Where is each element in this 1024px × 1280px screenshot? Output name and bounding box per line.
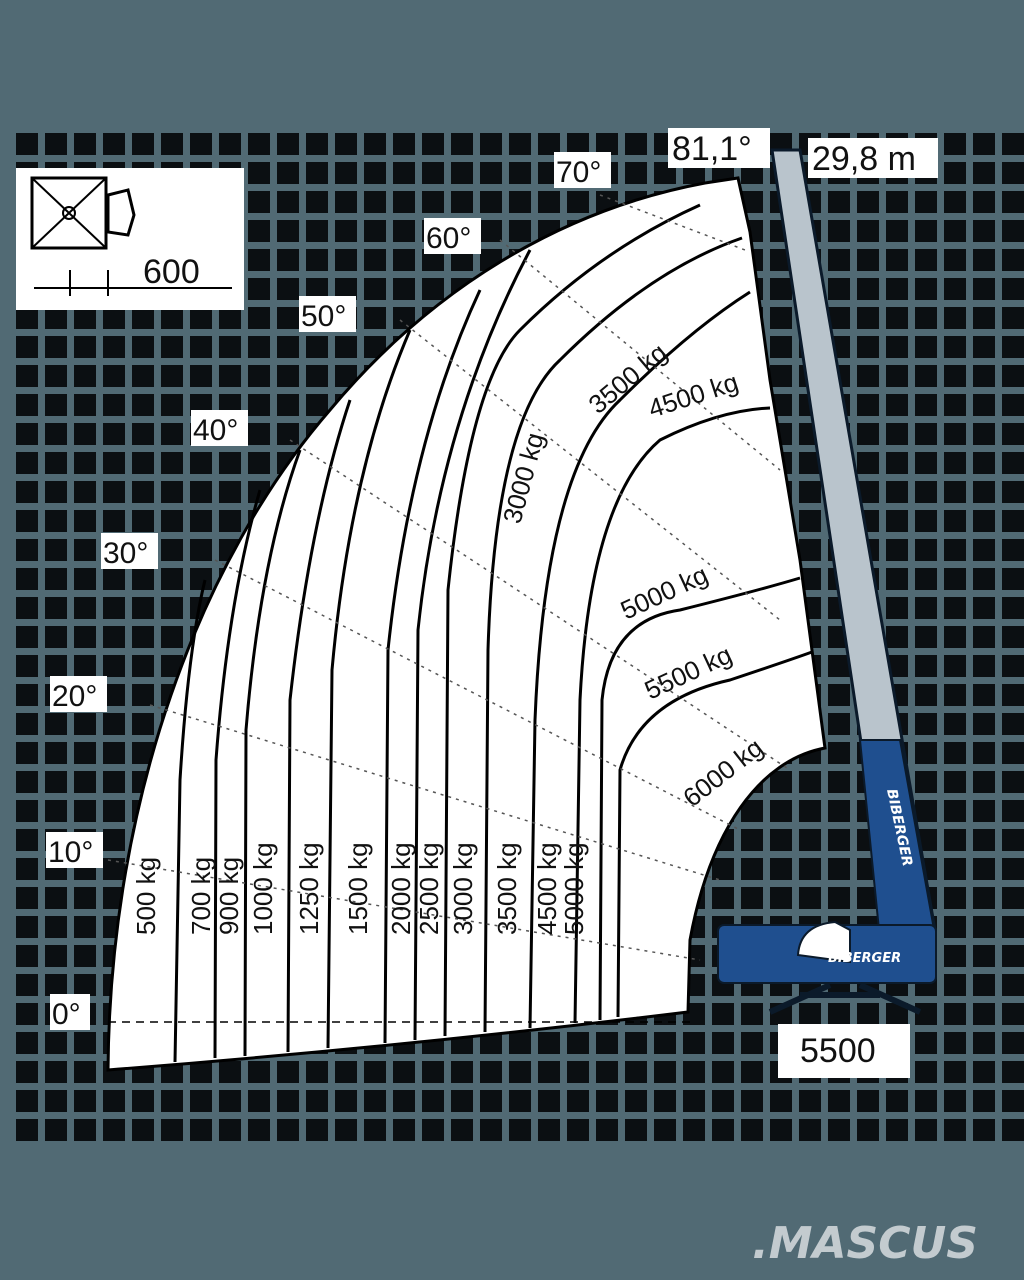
angle-label: 50° bbox=[301, 300, 346, 333]
svg-text:3500 kg: 3500 kg bbox=[492, 842, 522, 935]
load-curve-1000 bbox=[243, 449, 302, 1057]
vertical-load-label: 3500 kg bbox=[492, 842, 522, 935]
angle-label: 60° bbox=[426, 222, 471, 255]
platform-inset: 600 bbox=[16, 168, 244, 310]
platform-basket bbox=[30, 176, 108, 250]
svg-text:500 kg: 500 kg bbox=[131, 857, 161, 935]
outrigger-feet bbox=[768, 982, 922, 1015]
load-curve-700 bbox=[173, 579, 207, 1063]
load-curve-5500 bbox=[598, 576, 801, 1021]
outrigger-label-box bbox=[778, 1024, 910, 1078]
load-curve-5000 bbox=[573, 406, 771, 1024]
vertical-load-label: 1000 kg bbox=[248, 842, 278, 935]
svg-text:1000 kg: 1000 kg bbox=[248, 842, 278, 935]
max-height-label-box bbox=[808, 138, 938, 178]
svg-text:2500 kg: 2500 kg bbox=[414, 842, 444, 935]
svg-text:900 kg: 900 kg bbox=[214, 857, 244, 935]
angle-label-box bbox=[424, 218, 481, 254]
angle-label-box bbox=[101, 533, 158, 569]
vertical-load-label: 4500 kg bbox=[532, 842, 562, 935]
svg-text:3000 kg: 3000 kg bbox=[448, 842, 478, 935]
load-curve-2500 bbox=[413, 249, 532, 1041]
angle-label-box bbox=[191, 410, 248, 446]
vertical-load-label: 900 kg bbox=[214, 857, 244, 935]
svg-text:1250 kg: 1250 kg bbox=[294, 842, 324, 935]
vertical-load-label: 700 kg bbox=[186, 857, 216, 935]
max-angle-label: 81,1° bbox=[672, 130, 752, 168]
vertical-load-label: 1250 kg bbox=[294, 842, 324, 935]
angle-label: 0° bbox=[52, 998, 81, 1031]
vertical-load-label: 3000 kg bbox=[448, 842, 478, 935]
telehandler-machine: BIBERGER BIBERGER bbox=[717, 148, 937, 1015]
working-envelope bbox=[106, 176, 827, 1072]
cab bbox=[796, 920, 851, 964]
platform-width-label: 600 bbox=[143, 253, 200, 291]
load-curve-2000 bbox=[383, 289, 482, 1044]
vertical-load-label: 1500 kg bbox=[343, 842, 373, 935]
angle-label: 70° bbox=[556, 156, 601, 189]
angle-label: 30° bbox=[103, 537, 148, 570]
svg-text:1500 kg: 1500 kg bbox=[343, 842, 373, 935]
load-curves bbox=[173, 203, 813, 1063]
angle-label: 20° bbox=[52, 680, 97, 713]
max-angle-label-box bbox=[668, 128, 770, 168]
angle-label-box bbox=[46, 832, 103, 868]
angle-label-box bbox=[299, 296, 356, 332]
angle-label: 10° bbox=[48, 836, 93, 869]
svg-text:5000 kg: 5000 kg bbox=[559, 842, 589, 935]
vertical-load-label: 5000 kg bbox=[559, 842, 589, 935]
svg-text:2000 kg: 2000 kg bbox=[386, 842, 416, 935]
svg-text:4500 kg: 4500 kg bbox=[532, 842, 562, 935]
load-curve-6000 bbox=[616, 650, 813, 1018]
watermark: .MASCUS bbox=[752, 1218, 978, 1269]
load-curve-3000 bbox=[443, 203, 701, 1037]
svg-text:700 kg: 700 kg bbox=[186, 857, 216, 935]
load-curve-1500 bbox=[326, 329, 412, 1049]
vertical-load-label: 2500 kg bbox=[414, 842, 444, 935]
load-curve-3500 bbox=[483, 236, 743, 1033]
angle-label-box bbox=[50, 676, 107, 712]
angle-guides bbox=[107, 194, 791, 1023]
load-curve-4500 bbox=[528, 290, 751, 1029]
angle-label-box bbox=[554, 152, 611, 188]
max-height-label: 29,8 m bbox=[812, 140, 916, 178]
vertical-load-label: 2000 kg bbox=[386, 842, 416, 935]
vertical-load-label: 500 kg bbox=[131, 857, 161, 935]
load-curve-1250 bbox=[286, 399, 352, 1053]
load-curve-900 bbox=[213, 489, 262, 1059]
brand-text: BIBERGER bbox=[828, 951, 901, 966]
outrigger-label: 5500 bbox=[800, 1032, 876, 1070]
angle-label: 40° bbox=[193, 414, 238, 447]
angle-label-box bbox=[50, 994, 90, 1030]
